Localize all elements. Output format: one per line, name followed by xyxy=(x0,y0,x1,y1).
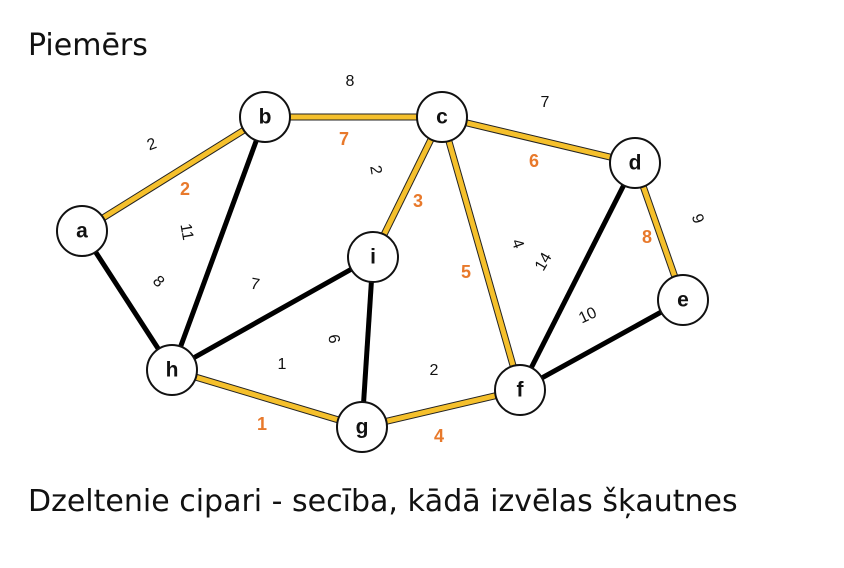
edge-order-g-f: 4 xyxy=(434,426,444,446)
node-label-a: a xyxy=(76,220,88,243)
node-circle-c xyxy=(416,91,468,143)
node-d: d xyxy=(609,137,661,189)
edge-d-f xyxy=(517,161,638,392)
node-b: b xyxy=(239,91,291,143)
edge-order-h-g: 1 xyxy=(257,414,267,434)
edge-weight-d-f: 14 xyxy=(532,250,556,274)
edge-c-d xyxy=(441,114,636,166)
node-e: e xyxy=(657,274,709,326)
edge-weight-c-f: 4 xyxy=(508,237,527,251)
edge-a-b xyxy=(80,114,267,234)
node-label-g: g xyxy=(356,416,369,439)
nodes-layer: a b c d e f g h i xyxy=(56,91,709,453)
edge-order-c-i: 3 xyxy=(413,191,423,211)
edge-order-c-d: 6 xyxy=(529,151,539,171)
node-g: g xyxy=(336,401,388,453)
node-circle-g xyxy=(336,401,388,453)
edge-i-g xyxy=(359,256,376,428)
edge-h-g xyxy=(171,367,363,430)
node-circle-a xyxy=(56,205,108,257)
node-label-c: c xyxy=(436,106,448,129)
edge-weight-a-h: 8 xyxy=(149,273,167,291)
node-circle-f xyxy=(494,364,546,416)
node-circle-b xyxy=(239,91,291,143)
edge-weight-a-b: 2 xyxy=(145,135,159,154)
node-c: c xyxy=(416,91,468,143)
edge-a-h xyxy=(79,229,175,372)
edges-layer xyxy=(79,113,687,431)
edge-weight-b-h: 11 xyxy=(176,222,196,241)
edge-b-h xyxy=(169,116,268,371)
node-label-i: i xyxy=(370,246,376,269)
edge-weight-d-e: 9 xyxy=(688,212,707,226)
edge-order-a-b: 2 xyxy=(180,179,190,199)
node-i: i xyxy=(347,231,399,283)
edge-weight-h-g: 1 xyxy=(278,356,287,373)
page-title: Piemērs xyxy=(28,28,148,63)
edge-order-c-f: 5 xyxy=(461,262,471,282)
edge-weight-i-g: 6 xyxy=(324,333,342,345)
edge-e-f xyxy=(518,297,685,393)
node-label-b: b xyxy=(259,106,272,129)
node-circle-i xyxy=(347,231,399,283)
node-circle-h xyxy=(146,344,198,396)
caption: Dzeltenie cipari - secība, kādā izvēlas … xyxy=(28,484,738,519)
edge-weight-c-i: 2 xyxy=(366,164,384,176)
node-f: f xyxy=(494,364,546,416)
node-label-h: h xyxy=(166,359,179,382)
edge-weight-c-d: 7 xyxy=(541,94,550,111)
edge-weight-b-c: 8 xyxy=(346,73,355,90)
edge-order-d-e: 8 xyxy=(642,227,652,247)
node-label-f: f xyxy=(517,379,525,402)
node-label-e: e xyxy=(677,289,689,312)
node-label-d: d xyxy=(629,152,642,175)
edge-order-b-c: 7 xyxy=(339,129,349,149)
node-h: h xyxy=(146,344,198,396)
edge-h-i xyxy=(170,254,375,373)
edge-weight-h-i: 7 xyxy=(249,276,261,294)
node-circle-e xyxy=(657,274,709,326)
edge-weight-g-f: 2 xyxy=(430,362,439,379)
edge-g-f xyxy=(361,387,521,430)
edge-weight-e-f: 10 xyxy=(576,304,599,327)
node-circle-d xyxy=(609,137,661,189)
edge-c-i xyxy=(370,115,445,259)
node-a: a xyxy=(56,205,108,257)
edge-c-f xyxy=(439,116,523,391)
